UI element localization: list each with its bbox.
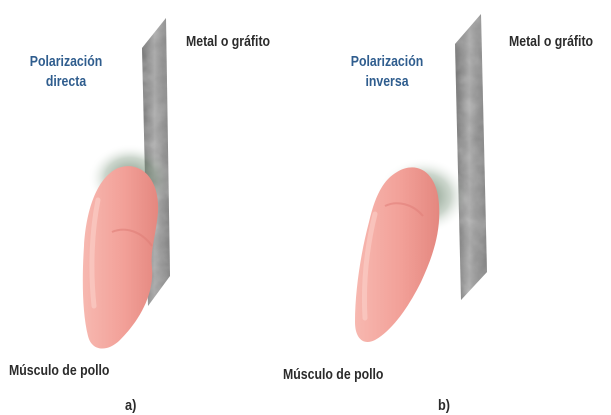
metal-plate-label: Metal o gráfito: [509, 33, 593, 50]
polarization-label-line2: directa: [17, 72, 115, 92]
polarization-label: Polarización directa: [17, 52, 115, 92]
panel-letter: a): [125, 397, 136, 414]
muscle-label: Músculo de pollo: [9, 362, 109, 379]
muscle-label: Músculo de pollo: [283, 366, 383, 383]
polarization-label-line1: Polarización: [17, 52, 115, 72]
panel-forward-polarization: Polarización directa Metal o gráfito Mús…: [0, 0, 305, 415]
panel-letter: b): [438, 397, 450, 414]
polarization-label: Polarización inversa: [338, 52, 436, 92]
polarization-label-line1: Polarización: [338, 52, 436, 72]
metal-plate: [455, 14, 487, 300]
panel-reverse-polarization: Polarización inversa Metal o gráfito Mús…: [305, 0, 610, 415]
polarization-label-line2: inversa: [338, 72, 436, 92]
metal-plate-label: Metal o gráfito: [186, 33, 270, 50]
